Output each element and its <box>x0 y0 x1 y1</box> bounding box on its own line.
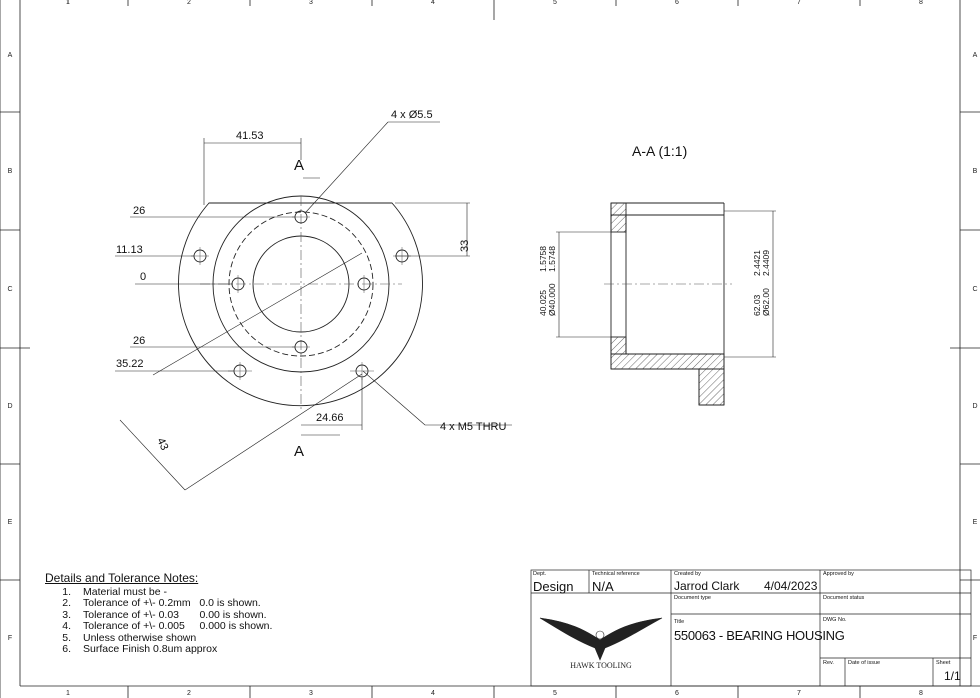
section-view-text: A-A (1:1) 40.025 Ø40.000 1.5758 1.5748 6… <box>538 143 771 316</box>
dim-11-13: 11.13 <box>116 244 143 256</box>
note-item: 5.Unless otherwise shown <box>62 631 197 644</box>
section-title: A-A (1:1) <box>632 143 687 159</box>
dim-26-upper: 26 <box>133 205 145 217</box>
drawing-title: 550063 - BEARING HOUSING <box>674 628 845 643</box>
zone-row-b-left: B <box>8 168 13 175</box>
section-hatch-bottom <box>610 353 725 370</box>
created-by-value: Jarrod Clark <box>674 579 740 593</box>
notes-title: Details and Tolerance Notes: <box>45 571 199 585</box>
dim-41-53: 41.53 <box>236 130 264 142</box>
doc-status-label: Document status <box>823 595 865 601</box>
zone-row-f-left: F <box>8 635 12 642</box>
note-item: 6.Surface Finish 0.8um approx <box>62 643 218 655</box>
zone-col-4-bottom: 4 <box>431 690 435 697</box>
dim-bore-line1: 40.025 <box>538 290 548 316</box>
dim-bore-line2: Ø40.000 <box>547 283 557 316</box>
section-hatch-bottom-inner <box>610 336 627 355</box>
dim-od-line2: Ø62.00 <box>761 288 771 316</box>
dim-bore-in-line2: 1.5748 <box>547 246 557 272</box>
zone-col-2-top: 2 <box>187 0 191 6</box>
dim-26-lower: 26 <box>133 335 145 347</box>
zone-col-4-top: 4 <box>431 0 435 6</box>
dim-od-in-line2: 2.4409 <box>761 250 771 276</box>
doc-type-label: Document type <box>674 595 711 601</box>
dim-od-in-line1: 2.4421 <box>752 250 762 276</box>
note-item: 2.Tolerance of +\- 0.2mm 0.0 is shown. <box>62 597 261 609</box>
sheet-value: 1/1 <box>944 669 961 683</box>
zone-col-3-top: 3 <box>309 0 313 6</box>
zone-col-6-top: 6 <box>675 0 679 6</box>
approved-by-label: Approved by <box>823 571 854 577</box>
dim-bore-in-line1: 1.5758 <box>538 246 548 272</box>
hawk-logo <box>539 617 663 661</box>
zone-col-8-bottom: 8 <box>919 690 923 697</box>
zone-col-1-top: 1 <box>66 0 70 6</box>
dim-35-22: 35.22 <box>116 358 144 370</box>
section-hatch-top-inner <box>610 214 627 233</box>
dim-24-66: 24.66 <box>316 412 344 424</box>
zone-row-d-left: D <box>7 403 12 410</box>
note-item: 4.Tolerance of +\- 0.005 0.000 is shown. <box>62 620 273 632</box>
tech-ref-value: N/A <box>592 579 614 594</box>
zone-row-e-right: E <box>973 519 978 526</box>
zone-col-2-bottom: 2 <box>187 690 191 697</box>
rev-label: Rev. <box>823 660 834 666</box>
dim-43: 43 <box>154 436 170 452</box>
dim-0: 0 <box>140 271 146 283</box>
zone-col-3-bottom: 3 <box>309 690 313 697</box>
front-view-text: 4 x Ø5.5 41.53 A 26 11.13 0 26 35.22 33 … <box>116 109 506 460</box>
zone-row-b-right: B <box>973 168 978 175</box>
dept-label: Dept. <box>533 571 547 577</box>
zone-col-1-bottom: 1 <box>66 690 70 697</box>
tolerance-notes: Details and Tolerance Notes: 1.Material … <box>45 571 345 656</box>
dept-value: Design <box>533 579 574 594</box>
dim-33: 33 <box>459 240 471 252</box>
zone-row-f-right: F <box>973 635 977 642</box>
zone-row-d-right: D <box>972 403 977 410</box>
section-mark-bottom: A <box>294 443 304 460</box>
note-item: 3.Tolerance of +\- 0.03 0.00 is shown. <box>62 608 267 621</box>
note-item: 1.Material must be - <box>62 585 168 598</box>
zone-col-8-top: 8 <box>919 0 923 6</box>
zone-row-a-left: A <box>8 52 13 59</box>
zone-col-6-bottom: 6 <box>675 690 679 697</box>
sheet-label: Sheet <box>936 660 951 666</box>
front-view <box>115 121 512 491</box>
zone-col-7-bottom: 7 <box>797 690 801 697</box>
created-by-label: Created by <box>674 571 701 577</box>
section-mark-top: A <box>294 157 304 174</box>
zone-col-5-top: 5 <box>553 0 557 6</box>
dim-od-line1: 62.03 <box>752 294 762 316</box>
callout-thru: 4 x M5 THRU <box>440 421 506 433</box>
zone-col-5-bottom: 5 <box>553 690 557 697</box>
section-hatch-flange <box>698 368 725 406</box>
zone-labels: 1 2 3 4 5 6 7 8 1 2 3 4 5 6 7 8 A B C D … <box>7 0 977 697</box>
created-date: 4/04/2023 <box>764 579 818 593</box>
dwg-no-label: DWG No. <box>823 617 847 623</box>
zone-row-c-left: C <box>7 286 12 293</box>
title-block-grid <box>530 569 972 687</box>
zone-row-c-right: C <box>972 286 977 293</box>
zone-row-a-right: A <box>973 52 978 59</box>
logo-text: HAWK TOOLING <box>570 661 632 670</box>
section-hatch-top <box>610 202 627 216</box>
zone-row-e-left: E <box>8 519 13 526</box>
callout-holes: 4 x Ø5.5 <box>391 109 433 121</box>
section-view <box>556 202 776 406</box>
tech-ref-label: Technical reference <box>592 571 640 577</box>
zone-col-7-top: 7 <box>797 0 801 6</box>
title-label: Title <box>674 619 685 625</box>
date-issue-label: Date of issue <box>848 660 881 666</box>
